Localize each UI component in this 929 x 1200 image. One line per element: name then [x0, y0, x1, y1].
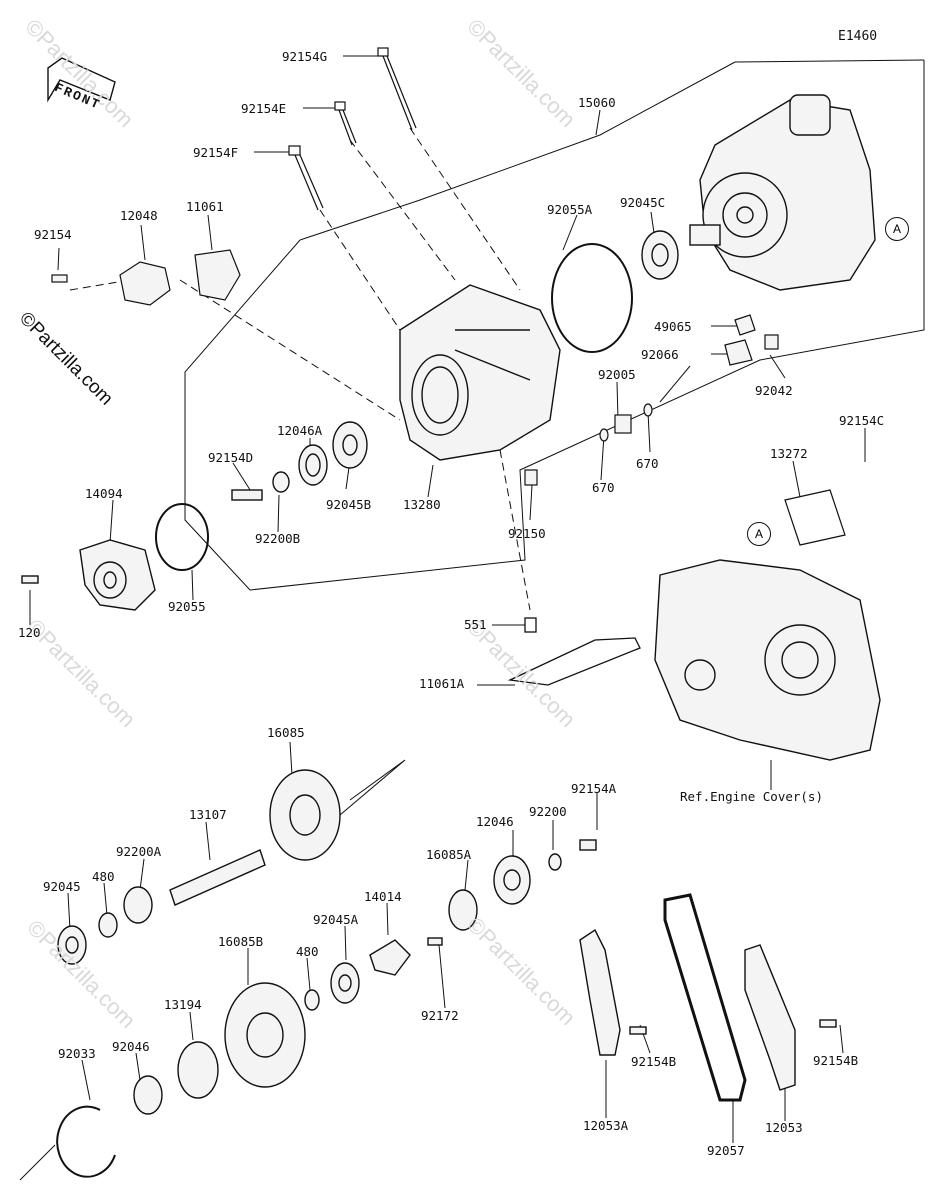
part-label[interactable]: 12053 — [765, 1120, 803, 1135]
part-label[interactable]: 11061A — [419, 676, 465, 691]
part-label[interactable]: 92042 — [755, 383, 793, 398]
part-label[interactable]: 92154D — [208, 450, 254, 465]
part-label[interactable]: 92154E — [241, 101, 287, 116]
part-label[interactable]: 92154B — [631, 1054, 677, 1069]
part-label[interactable]: 92033 — [58, 1046, 96, 1061]
part-label[interactable]: 92200A — [116, 844, 162, 859]
part-label[interactable]: 92154F — [193, 145, 239, 160]
part-label[interactable]: 92154A — [571, 781, 617, 796]
part-label[interactable]: 16085 — [267, 725, 305, 740]
callout-a-bottom: A — [747, 522, 771, 546]
part-label[interactable]: 12046A — [277, 423, 323, 438]
part-label[interactable]: 13194 — [164, 997, 202, 1012]
part-label[interactable]: 14094 — [85, 486, 123, 501]
part-label[interactable]: 92005 — [598, 367, 636, 382]
part-label[interactable]: 92045C — [620, 195, 666, 210]
part-label[interactable]: 92045B — [326, 497, 372, 512]
part-label[interactable]: 92154 — [34, 227, 72, 242]
part-label[interactable]: 92045 — [43, 879, 81, 894]
part-label[interactable]: 13272 — [770, 446, 808, 461]
part-label[interactable]: 92200 — [529, 804, 567, 819]
part-label[interactable]: 92055 — [168, 599, 206, 614]
part-label[interactable]: 92045A — [313, 912, 359, 927]
part-label[interactable]: 13107 — [189, 807, 227, 822]
part-label[interactable]: 92154G — [282, 49, 328, 64]
part-label[interactable]: 12046 — [476, 814, 514, 829]
part-label[interactable]: 14014 — [364, 889, 402, 904]
part-label[interactable]: 12053A — [583, 1118, 629, 1133]
part-label[interactable]: 670 — [592, 480, 615, 495]
part-label[interactable]: 92046 — [112, 1039, 150, 1054]
part-label[interactable]: 480 — [92, 869, 115, 884]
assembly-frame — [184, 60, 925, 591]
part-label[interactable]: 480 — [296, 944, 319, 959]
part-label[interactable]: 670 — [636, 456, 659, 471]
part-label[interactable]: 92154B — [813, 1053, 859, 1068]
part-label[interactable]: 16085B — [218, 934, 264, 949]
part-label[interactable]: 92154C — [839, 413, 885, 428]
part-label[interactable]: 49065 — [654, 319, 692, 334]
part-label[interactable]: 15060 — [578, 95, 616, 110]
part-label[interactable]: 92066 — [641, 347, 679, 362]
ref-label: Ref.Engine Cover(s) — [680, 789, 823, 804]
part-label[interactable]: 92200B — [255, 531, 301, 546]
part-label[interactable]: 11061 — [186, 199, 224, 214]
part-label[interactable]: 12048 — [120, 208, 158, 223]
part-label[interactable]: 92150 — [508, 526, 546, 541]
part-label[interactable]: 120 — [18, 625, 41, 640]
part-label[interactable]: 92057 — [707, 1143, 745, 1158]
callout-a-top: A — [885, 217, 909, 241]
part-label[interactable]: 551 — [464, 617, 487, 632]
part-label[interactable]: 92172 — [421, 1008, 459, 1023]
part-label[interactable]: 16085A — [426, 847, 472, 862]
part-label[interactable]: 92055A — [547, 202, 593, 217]
diagram-code: E1460 — [838, 29, 878, 44]
part-label[interactable]: 13280 — [403, 497, 441, 512]
